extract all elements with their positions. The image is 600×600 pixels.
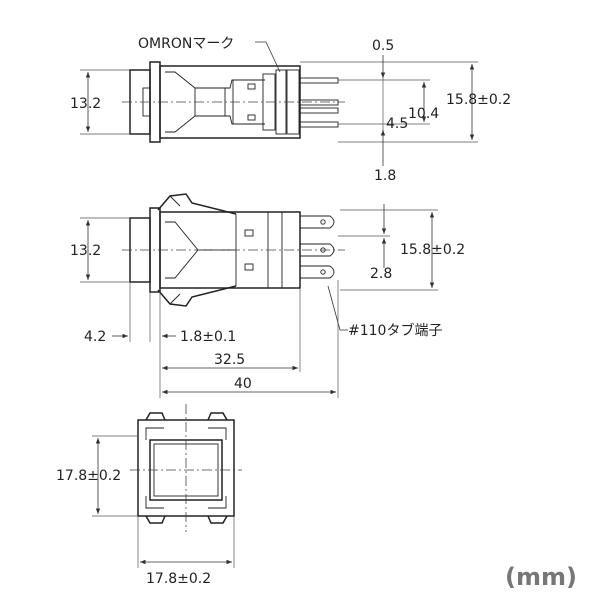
side-total-label: 15.8±0.2 — [400, 242, 465, 258]
dimension-labels: OMRONマーク 0.5 13.2 15.8±0.2 10.4 4.5 1.8 … — [56, 36, 577, 591]
top-terminal-pitch-label: 4.5 — [386, 116, 408, 132]
front-view — [130, 404, 242, 532]
top-view-dimensions — [80, 41, 478, 166]
side-terminal-label: 2.8 — [370, 266, 392, 282]
length-32-label: 32.5 — [214, 352, 245, 368]
top-pitch-label: 10.4 — [408, 106, 439, 122]
top-view — [122, 61, 345, 143]
length-40-label: 40 — [234, 376, 252, 392]
top-bottom-gap-label: 1.8 — [374, 168, 396, 184]
front-width-label: 17.8±0.2 — [146, 571, 211, 587]
unit-label: (mm) — [505, 563, 577, 591]
side-view — [122, 193, 345, 307]
top-height-label: 13.2 — [70, 96, 101, 112]
front-view-dimensions — [92, 435, 235, 568]
side-view-dimensions — [80, 204, 438, 398]
top-total-label: 15.8±0.2 — [446, 92, 511, 108]
side-flange-label: 1.8±0.1 — [180, 329, 236, 345]
side-height-label: 13.2 — [70, 243, 101, 259]
omron-mark-label: OMRONマーク — [138, 36, 234, 52]
top-gap-label: 0.5 — [372, 38, 394, 54]
front-height-label: 17.8±0.2 — [56, 468, 121, 484]
side-left-label: 4.2 — [84, 329, 106, 345]
tab-terminal-label: #110タブ端子 — [348, 322, 442, 339]
